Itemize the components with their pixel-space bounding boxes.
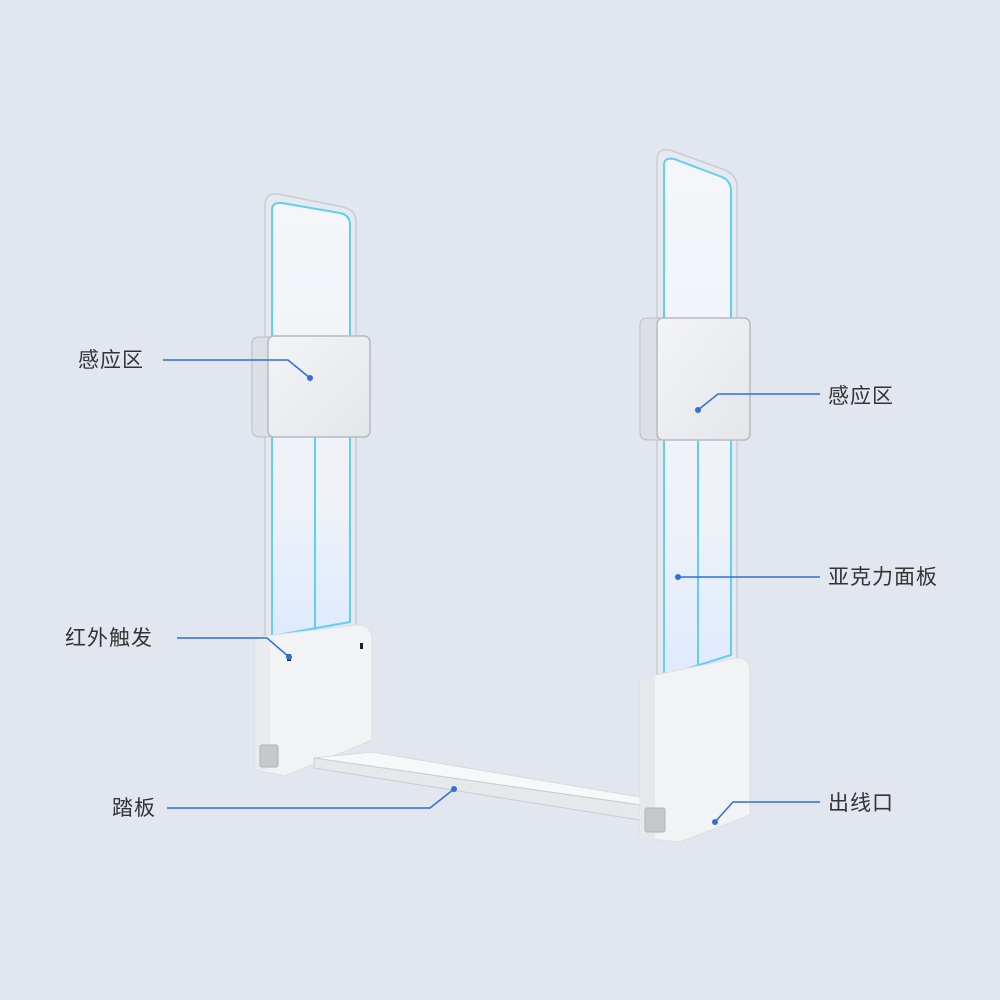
pedal-plate <box>313 751 641 821</box>
left-gate <box>251 193 373 777</box>
label-sensing-zone-left: 感应区 <box>78 348 144 372</box>
label-acrylic-panel: 亚克力面板 <box>828 565 938 589</box>
callout-dots <box>286 375 718 825</box>
right-gate <box>639 148 751 843</box>
label-pedal: 踏板 <box>112 796 156 820</box>
label-infrared-trigger: 红外触发 <box>65 626 153 650</box>
label-sensing-zone-right: 感应区 <box>828 384 894 408</box>
label-cable-outlet: 出线口 <box>828 791 894 815</box>
callout-lines <box>163 359 820 823</box>
